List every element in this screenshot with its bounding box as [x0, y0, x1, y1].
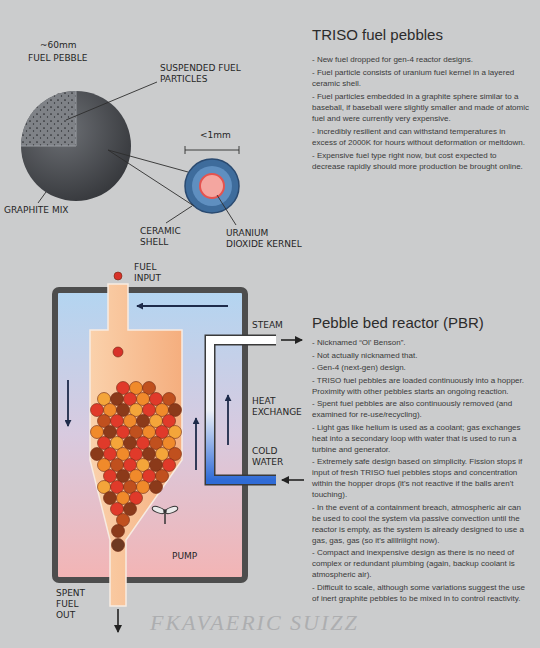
flow-label: STEAM	[252, 320, 302, 331]
bullet-note: - In the event of a containment breach, …	[312, 502, 530, 546]
dimension-line	[185, 150, 239, 151]
bullet-note: - Spent fuel pebbles are also continuous…	[312, 398, 530, 420]
bullet-note: - Fuel particle consists of uranium fuel…	[312, 67, 530, 89]
flow-label: FUEL INPUT	[134, 262, 174, 284]
steam-arrow	[281, 339, 302, 341]
flow-label: SPENT FUEL OUT	[56, 588, 94, 621]
bullet-note: - TRISO fuel pebbles are loaded continuo…	[312, 375, 530, 397]
zoom-line	[108, 150, 188, 172]
fuel-pebble-dot	[114, 272, 122, 280]
pebble	[137, 481, 150, 494]
pump-hub	[163, 509, 167, 513]
part-label: PUMP	[172, 551, 212, 562]
bullet-note: - Light gas like helium is used as a coo…	[312, 422, 530, 455]
part-label: CERAMIC SHELL	[140, 226, 190, 248]
pebble-cutaway	[21, 91, 76, 146]
fuel-pebble-dot	[113, 347, 123, 357]
flow-arrow	[137, 305, 228, 307]
suspended-particles	[21, 91, 76, 146]
reactor-vessel	[90, 284, 182, 606]
fuel-pebble	[21, 91, 131, 201]
dimension-tick	[185, 146, 186, 154]
bullet-note: - Not actually nicknamed that.	[312, 350, 530, 361]
pebble	[91, 426, 104, 439]
bullet-note: - New fuel dropped for gen-4 reactor des…	[312, 54, 530, 65]
bullet-note: - Compact and inexpensive design as ther…	[312, 547, 530, 580]
bullet-note: - Fuel particles embedded in a graphite …	[312, 91, 530, 124]
flow-arrow	[195, 418, 197, 470]
pump-stem	[164, 512, 166, 524]
cold-water-arrow	[282, 479, 304, 481]
part-label: URANIUM DIOXIDE KERNEL	[226, 228, 307, 250]
flow-arrow	[67, 380, 69, 426]
part-label: GRAPHITE MIX	[4, 205, 88, 216]
leader-line	[166, 206, 192, 223]
part-label: SUSPENDED FUEL PARTICLES	[160, 63, 255, 85]
watermark: FKAVAERIC SUIZZ	[150, 610, 410, 636]
shell-layer	[192, 166, 232, 206]
pump-symbol	[151, 505, 178, 524]
pebble	[91, 404, 104, 417]
leader-line	[66, 82, 157, 120]
bullet-note: - Difficult to scale, although some vari…	[312, 582, 530, 604]
bullet-note: - Nicknamed “Ol’ Benson”.	[312, 337, 530, 348]
pebble	[163, 459, 176, 472]
pump-blade	[164, 505, 178, 515]
pebble	[124, 503, 137, 516]
dimension-label: <1mm	[200, 130, 244, 141]
pebble	[112, 525, 125, 538]
pump-blade	[151, 505, 165, 515]
pebble	[91, 448, 104, 461]
leader-line	[217, 195, 236, 225]
bullet-note: - Extremely safe design based on simplic…	[312, 456, 530, 500]
part-label: FUEL PEBBLE	[28, 53, 128, 64]
pebble	[112, 539, 125, 552]
dimension-label: ~60mm	[40, 40, 120, 51]
section-heading: TRISO fuel pebbles	[312, 26, 530, 44]
spent-fuel-arrow	[117, 609, 119, 632]
gas-flow	[68, 306, 228, 470]
dimension-tick	[239, 146, 240, 154]
pebble	[104, 492, 117, 505]
flow-arrow	[227, 395, 229, 445]
part-label: HEAT EXCHANGE	[252, 396, 310, 418]
pebble	[150, 481, 163, 494]
flow-label: COLD WATER	[252, 446, 297, 468]
bullet-note: - Expensive fuel type right now, but cos…	[312, 150, 530, 172]
uranium-kernel	[200, 174, 224, 198]
cut-edge	[21, 91, 76, 146]
zoom-line	[108, 150, 194, 206]
bullet-note: - Incredibly resilient and can withstand…	[312, 126, 530, 148]
bullet-note: - Gen-4 (next-gen) design.	[312, 362, 530, 373]
leader-line	[38, 192, 46, 203]
section-heading: Pebble bed reactor (PBR)	[312, 314, 530, 332]
pebble-pile	[91, 272, 182, 552]
